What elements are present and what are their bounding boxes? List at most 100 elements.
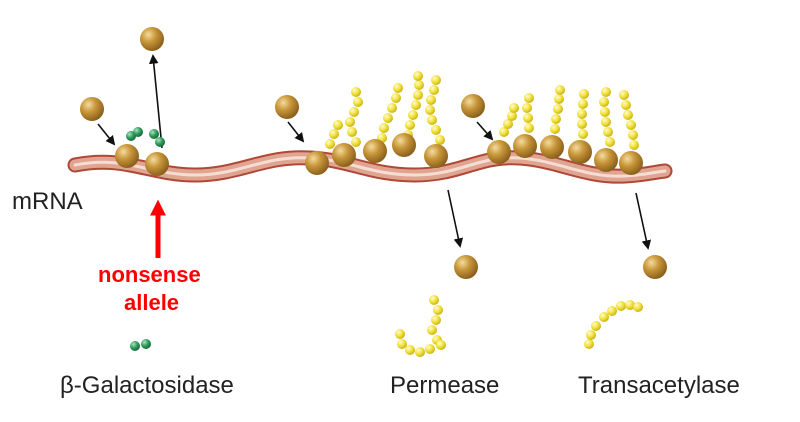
yellow-peptide-bead <box>621 100 631 110</box>
yellow-peptide-bead <box>405 345 415 355</box>
yellow-peptide-bead <box>507 111 517 121</box>
yellow-peptide-bead <box>578 99 588 109</box>
ribosome-icon <box>80 97 104 121</box>
yellow-peptide-bead <box>523 113 533 123</box>
yellow-peptide-bead <box>425 344 435 354</box>
yellow-peptide-bead <box>383 113 393 123</box>
yellow-peptide-bead <box>616 301 626 311</box>
yellow-peptide-bead <box>408 110 418 120</box>
green-peptide-bead <box>155 137 165 147</box>
product-label-transacetylase: Transacetylase <box>578 372 740 399</box>
yellow-peptide-bead <box>435 135 445 145</box>
yellow-peptide-bead <box>413 71 423 81</box>
yellow-peptide-bead <box>633 302 643 312</box>
ribosome-icon <box>594 148 618 172</box>
yellow-peptide-bead <box>522 103 532 113</box>
ribosome-icon <box>332 143 356 167</box>
ribosome-icon <box>363 139 387 163</box>
yellow-peptide-bead <box>591 321 601 331</box>
yellow-peptide-bead <box>524 123 534 133</box>
yellow-peptide-bead <box>554 94 564 104</box>
yellow-peptide-bead <box>550 124 560 134</box>
yellow-peptide-bead <box>397 339 407 349</box>
yellow-peptide-bead <box>411 100 421 110</box>
ribosome-icon <box>392 133 416 157</box>
yellow-peptide-bead <box>625 300 635 310</box>
yellow-peptide-bead <box>626 120 636 130</box>
ribosome-icon <box>568 140 592 164</box>
nonsense-label: nonsense <box>98 262 201 287</box>
yellow-peptide-bead <box>524 93 534 103</box>
ribosome-icon <box>140 27 164 51</box>
yellow-peptide-bead <box>347 127 357 137</box>
ribosome-icon <box>305 151 329 175</box>
yellow-peptide-bead <box>405 120 415 130</box>
yellow-peptide-bead <box>426 95 436 105</box>
yellow-peptide-bead <box>629 140 639 150</box>
yellow-peptide-bead <box>603 127 613 137</box>
ribosomes <box>80 27 667 279</box>
yellow-peptide-bead <box>601 87 611 97</box>
yellow-peptide-bead <box>329 129 339 139</box>
mrna-label: mRNA <box>12 188 83 215</box>
arrows <box>97 54 652 258</box>
ribosome-icon <box>424 144 448 168</box>
arrow-ribosome-release-3 <box>635 192 652 250</box>
peptide-chains <box>126 71 643 357</box>
yellow-peptide-bead <box>555 85 565 95</box>
allele-label: allele <box>124 290 180 315</box>
yellow-peptide-bead <box>413 90 423 100</box>
yellow-peptide-bead <box>415 347 425 357</box>
ribosome-icon <box>115 144 139 168</box>
yellow-peptide-bead <box>387 103 397 113</box>
yellow-peptide-bead <box>628 130 638 140</box>
yellow-peptide-bead <box>351 87 361 97</box>
yellow-peptide-bead <box>391 93 401 103</box>
yellow-peptide-bead <box>600 107 610 117</box>
yellow-peptide-bead <box>353 97 363 107</box>
ribosome-icon <box>454 255 478 279</box>
ribosome-icon <box>540 135 564 159</box>
mrna-strand <box>67 150 673 184</box>
ribosome-icon <box>461 94 485 118</box>
yellow-peptide-bead <box>431 75 441 85</box>
ribosome-icon <box>145 152 169 176</box>
yellow-peptide-bead <box>599 312 609 322</box>
yellow-peptide-bead <box>579 89 589 99</box>
yellow-peptide-bead <box>429 85 439 95</box>
yellow-peptide-bead <box>436 340 446 350</box>
yellow-peptide-bead <box>431 315 441 325</box>
yellow-peptide-bead <box>345 117 355 127</box>
yellow-peptide-bead <box>553 104 563 114</box>
yellow-peptide-bead <box>429 295 439 305</box>
yellow-peptide-bead <box>351 137 361 147</box>
ribosome-icon <box>643 255 667 279</box>
yellow-peptide-bead <box>619 90 629 100</box>
yellow-peptide-bead <box>577 109 587 119</box>
yellow-peptide-bead <box>431 125 441 135</box>
ribosome-icon <box>275 95 299 119</box>
yellow-peptide-bead <box>577 119 587 129</box>
yellow-peptide-bead <box>425 105 435 115</box>
yellow-peptide-bead <box>509 103 519 113</box>
yellow-peptide-bead <box>379 123 389 133</box>
arrow-ribosome-binding-2 <box>287 121 305 143</box>
product-label-permease: Permease <box>390 372 500 399</box>
green-peptide-bead <box>133 127 143 137</box>
arrow-ribosome-release-2 <box>447 189 464 248</box>
yellow-peptide-bead <box>325 139 335 149</box>
yellow-peptide-bead <box>623 110 633 120</box>
yellow-peptide-bead <box>433 305 443 315</box>
yellow-peptide-bead <box>333 120 343 130</box>
yellow-peptide-bead <box>427 115 437 125</box>
yellow-peptide-bead <box>349 107 359 117</box>
yellow-peptide-bead <box>607 306 617 316</box>
yellow-peptide-bead <box>427 325 437 335</box>
green-peptide-bead <box>130 341 140 351</box>
yellow-peptide-bead <box>605 137 615 147</box>
ribosome-icon <box>619 151 643 175</box>
arrow-ribosome-release-1 <box>148 54 163 149</box>
arrow-ribosome-binding-1 <box>97 123 116 146</box>
yellow-peptide-bead <box>499 127 509 137</box>
